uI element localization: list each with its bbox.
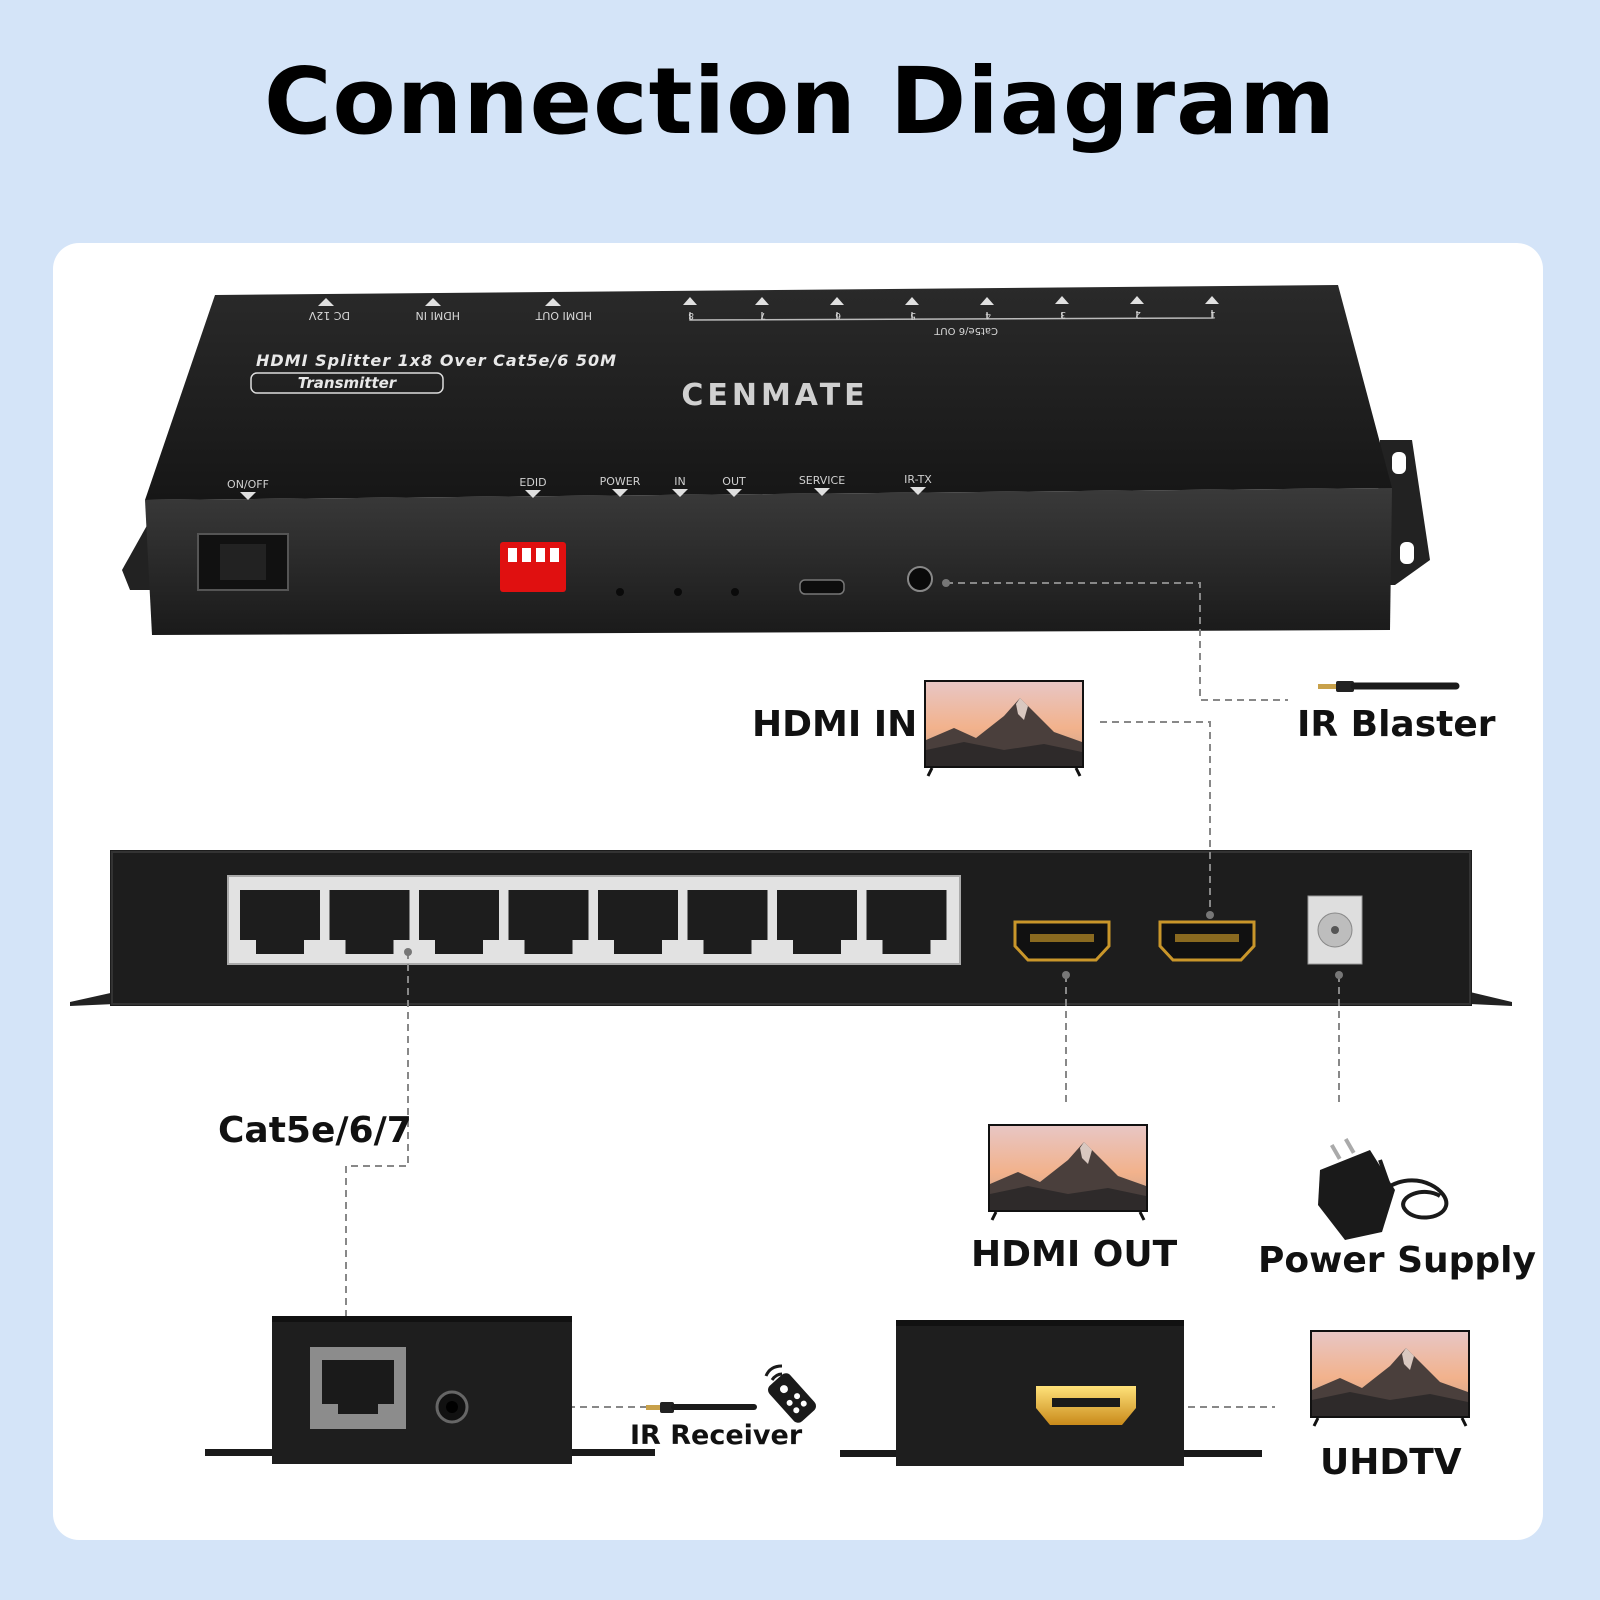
rj45-port[interactable]: [329, 890, 410, 954]
port-number-7: 7: [760, 310, 766, 320]
label-out: OUT: [722, 475, 746, 488]
rear-label-hdmi-out: HDMI OUT: [535, 309, 592, 322]
rj45-port[interactable]: [687, 890, 768, 954]
power-led: [616, 588, 624, 596]
label-edid: EDID: [519, 476, 546, 489]
transmitter-top: [145, 285, 1392, 500]
type-badge-outline: [250, 372, 444, 394]
receiver-ir-jack[interactable]: [435, 1390, 469, 1424]
rj45-port[interactable]: [240, 890, 320, 954]
port-number-3: 3: [1060, 309, 1066, 319]
label-ir-receiver: IR Receiver: [630, 1420, 803, 1451]
label-service: SERVICE: [799, 474, 845, 487]
label-power-supply: Power Supply: [1258, 1240, 1536, 1281]
tv-uhdtv-icon: [1308, 1328, 1472, 1428]
port-number-8: 8: [688, 310, 694, 320]
tv-hdmi-out-icon: [986, 1122, 1150, 1222]
hdmi-port-in[interactable]: [1158, 920, 1256, 962]
out-led: [731, 588, 739, 596]
rj45-port[interactable]: [598, 890, 678, 954]
page-title: Connection Diagram: [263, 48, 1337, 155]
label-onoff: ON/OFF: [227, 478, 269, 491]
port-number-1: 1: [1210, 309, 1216, 319]
rj45-port[interactable]: [777, 890, 857, 954]
port-number-5: 5: [910, 310, 916, 320]
label-uhdtv: UHDTV: [1320, 1442, 1462, 1483]
ir-blaster-icon: [1318, 681, 1460, 692]
rear-label-dc12v: DC 12V: [308, 309, 350, 322]
label-cat-cable: Cat5e/6/7: [218, 1110, 412, 1151]
receiver-ir-device: [205, 1316, 655, 1464]
tv-hdmi-in-icon: [922, 678, 1086, 778]
receiver-rj45-port[interactable]: [310, 1347, 406, 1429]
dc-power-port[interactable]: [1307, 895, 1363, 965]
rj45-ports[interactable]: [240, 890, 947, 954]
ir-receiver-cable-icon: [646, 1402, 757, 1413]
label-hdmi-in: HDMI IN: [752, 704, 918, 745]
irtx-jack[interactable]: [907, 566, 933, 592]
transmitter-device: [122, 285, 1430, 635]
port-number-6: 6: [835, 310, 841, 320]
label-hdmi-out: HDMI OUT: [971, 1234, 1178, 1275]
receiver-hdmi-port[interactable]: [1036, 1386, 1136, 1425]
port-number-2: 2: [1135, 309, 1141, 319]
rj45-port[interactable]: [419, 890, 499, 954]
hdmi-port-out[interactable]: [1013, 920, 1111, 962]
label-in: IN: [674, 475, 685, 488]
label-ir-blaster: IR Blaster: [1297, 704, 1496, 745]
transmitter-front: [145, 488, 1392, 635]
model-text: HDMI Splitter 1x8 Over Cat5e/6 50M: [256, 351, 617, 370]
power-adapter-icon: [1318, 1138, 1449, 1240]
rear-label-cat-out: Cat5e/6 OUT: [933, 325, 998, 336]
rj45-port[interactable]: [508, 890, 589, 954]
rj45-port[interactable]: [866, 890, 947, 954]
rear-label-hdmi-in: HDMI IN: [416, 309, 460, 322]
service-port[interactable]: [799, 579, 845, 595]
type-badge: Transmitter: [298, 374, 398, 392]
remote-control-icon: [768, 1373, 816, 1423]
in-led: [674, 588, 682, 596]
label-irtx: IR-TX: [904, 473, 932, 486]
label-power: POWER: [600, 475, 641, 488]
port-number-4: 4: [985, 310, 991, 320]
brand-logo: CENMATE: [681, 378, 868, 413]
connection-lines: [345, 582, 1340, 1408]
